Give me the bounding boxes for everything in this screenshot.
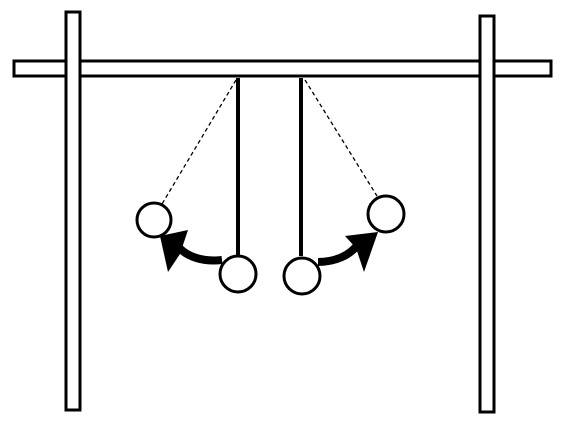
left-pendulum xyxy=(135,78,258,294)
right-pendulum xyxy=(282,78,406,296)
top-crossbar xyxy=(12,59,553,78)
frame xyxy=(12,10,553,414)
left-pendulum-displaced-string xyxy=(161,79,237,205)
right-pendulum-rest-bob xyxy=(282,256,322,296)
right-pendulum-displaced-string xyxy=(304,79,378,197)
right-pendulum-motion-arrow xyxy=(317,241,362,266)
left-pendulum-motion-arrow xyxy=(172,241,223,265)
left-pendulum-rest-bob xyxy=(218,254,258,294)
right-arrowhead-icon xyxy=(345,232,378,272)
left-arrowhead-icon xyxy=(160,230,188,272)
right-post xyxy=(478,14,496,414)
left-pendulum-displaced-bob xyxy=(135,201,173,239)
right-pendulum-displaced-bob xyxy=(366,194,406,234)
left-post xyxy=(64,10,82,412)
